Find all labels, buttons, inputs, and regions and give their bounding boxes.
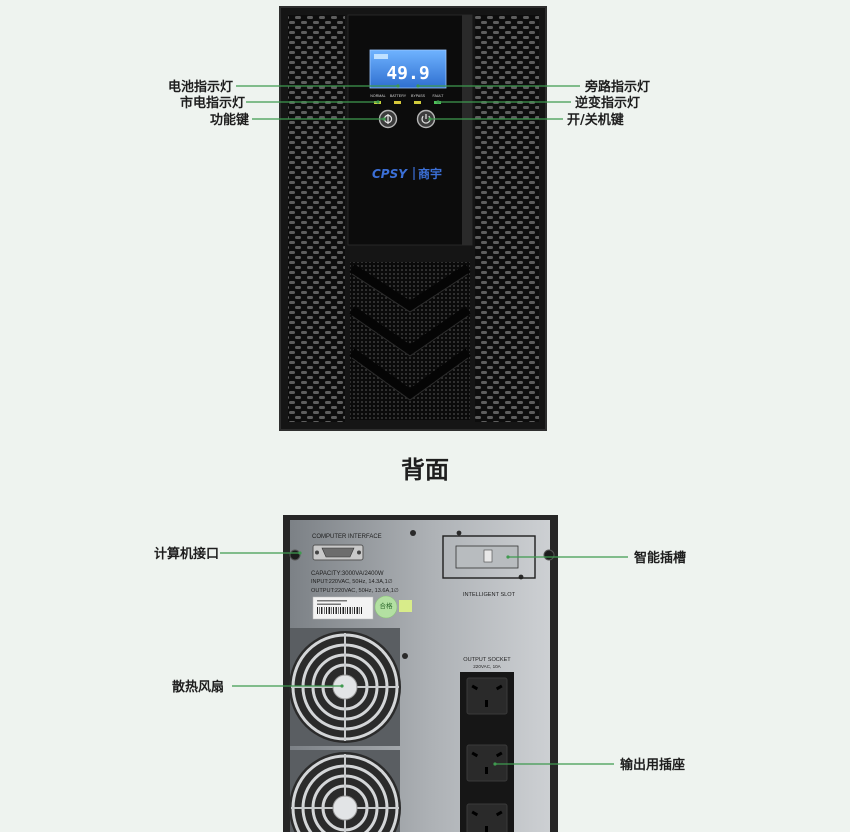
chevron-decoration [349,264,471,401]
leader-dot [428,117,432,121]
callout-battery-indicator: 电池指示灯 [168,79,233,95]
left-vent-perforation [288,15,345,422]
indicator-label-bypass: BYPASS [411,94,426,98]
cooling-fan-lower [289,750,401,832]
barcode-sticker [312,596,374,620]
right-vent-perforation [475,15,539,422]
callout-output-socket: 输出用插座 [620,757,685,773]
leader-dot [382,117,386,121]
leader-dot [298,551,302,555]
leader-dot [396,84,400,88]
nameplate-output: OUTPUT:220VAC, 50Hz, 13.6A,1∅ [311,587,399,594]
section-title: 背面 [401,456,449,484]
computer-interface-label: COMPUTER INTERFACE [312,534,382,540]
leader-dot [376,100,380,104]
qc-sticker: 合格 [374,595,398,619]
battery-led [394,101,401,104]
output-socket-rating: 220VAC, 10A [473,664,501,669]
brand-logo-mark: CPSY [372,167,408,181]
front-view: 49.9 NORMAL BATTERY BYPASS FAULT CPSY [168,6,650,431]
panel-side-bar [462,15,472,245]
callout-function-key: 功能键 [210,112,249,128]
output-socket-2[interactable] [466,744,508,782]
nameplate-input: INPUT:220VAC, 50Hz, 14.3A,1∅ [311,578,393,585]
callout-computer-interface: 计算机接口 [154,546,219,562]
leader-dot [416,84,420,88]
callout-bypass-indicator: 旁路指示灯 [584,79,650,95]
brand-logo: CPSY 商宇 [372,166,442,181]
output-socket-label: OUTPUT SOCKET [463,657,511,663]
brand-name: 商宇 [418,166,442,181]
callout-intelligent-slot: 智能插槽 [634,550,686,566]
output-socket-1[interactable] [466,677,508,715]
leader-dot [340,684,344,688]
output-socket-3[interactable] [466,803,508,832]
leader-dot [493,762,497,766]
qc-sticker-text: 合格 [380,601,394,610]
indicator-label-battery: BATTERY [390,94,407,98]
callout-mains-indicator: 市电指示灯 [180,95,245,111]
leader-dot [436,100,440,104]
lcd-battery-icon [374,54,388,59]
callout-cooling-fan: 散热风扇 [172,679,224,695]
db9-port[interactable] [312,544,364,561]
intelligent-slot-label: INTELLIGENT SLOT [463,592,516,598]
callout-inverter-indicator: 逆变指示灯 [575,95,640,111]
control-panel [347,14,473,246]
nameplate-capacity: CAPACITY:3000VA/2400W [311,571,384,577]
rear-view: COMPUTER INTERFACE CAPACITY:3000VA/2400W… [154,515,686,832]
leader-dot [506,555,510,559]
indicator-label-normal: NORMAL [370,94,385,98]
bypass-led [414,101,421,104]
indicator-label-fault: FAULT [433,94,445,98]
cooling-fan-upper [289,628,401,746]
lcd-reading: 49.9 [386,63,429,84]
inspection-sticker [399,600,412,612]
callout-power-key: 开/关机键 [567,112,624,128]
